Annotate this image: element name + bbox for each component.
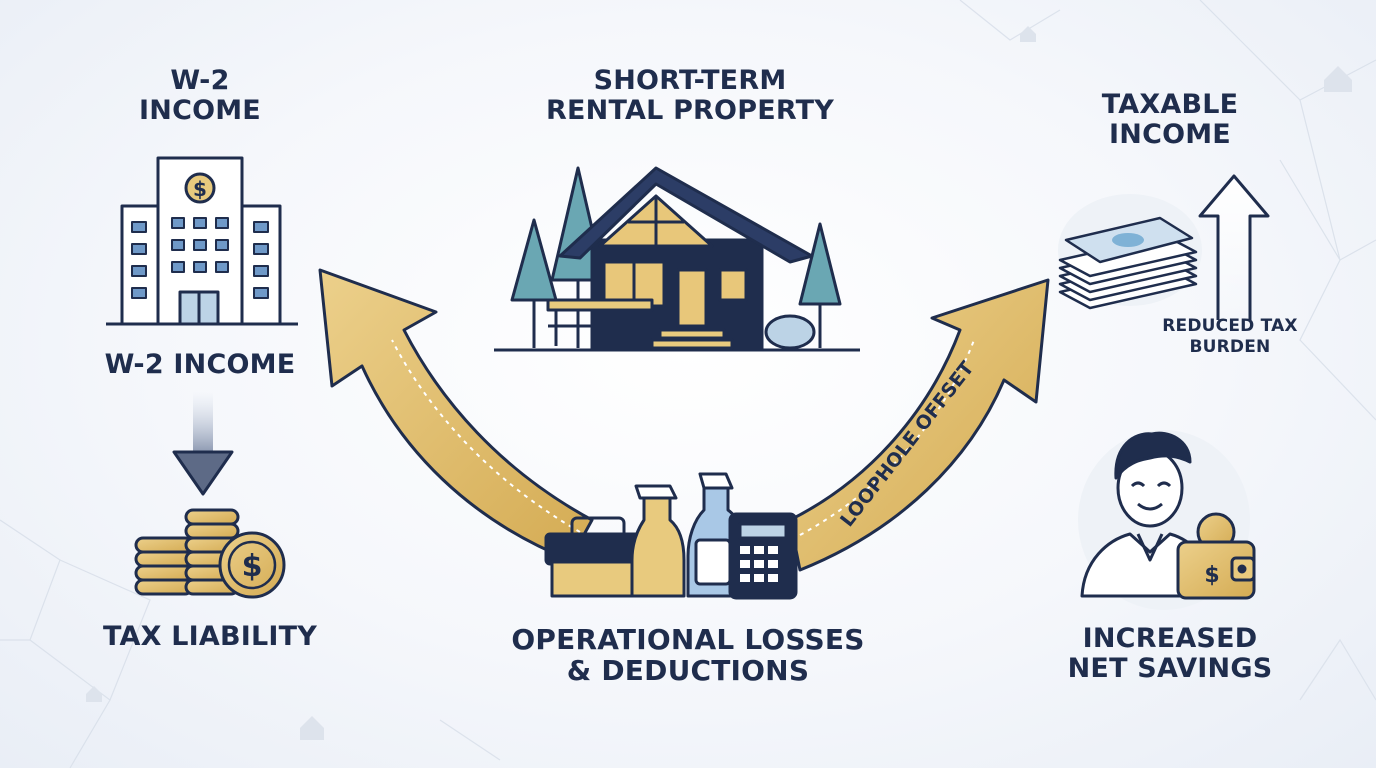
spray-bottle-icon — [630, 472, 746, 598]
wallet-icon — [1176, 512, 1256, 600]
coin-stack-icon — [134, 508, 286, 599]
deductions-arrow — [318, 268, 594, 562]
rental-property-label: SHORT-TERM RENTAL PROPERTY — [546, 65, 834, 127]
w2-income-label: W-2 INCOME — [104, 349, 296, 380]
down-arrow-icon — [172, 392, 234, 496]
w2-income-title: W-2 INCOME — [139, 65, 261, 127]
cash-stack-icon — [1058, 194, 1202, 310]
calculator-icon — [728, 512, 798, 600]
operational-losses-label: OPERATIONAL LOSSES & DEDUCTIONS — [511, 623, 865, 688]
office-building-icon — [106, 156, 298, 326]
loophole-offset-arrow — [788, 278, 1050, 572]
office-dollar-sign: $ — [193, 177, 207, 201]
coin-dollar-sign: $ — [242, 549, 263, 584]
tax-liability-label: TAX LIABILITY — [102, 621, 318, 652]
taxable-income-label: TAXABLE INCOME — [1101, 89, 1239, 151]
net-savings-label: INCREASED NET SAVINGS — [1067, 623, 1273, 685]
background-house-icons — [86, 26, 1352, 740]
up-arrow-icon — [1198, 174, 1270, 320]
reduced-tax-burden-label: REDUCED TAX BURDEN — [1162, 316, 1298, 358]
wallet-dollar-sign: $ — [1204, 563, 1219, 588]
cabin-icon — [494, 166, 860, 352]
